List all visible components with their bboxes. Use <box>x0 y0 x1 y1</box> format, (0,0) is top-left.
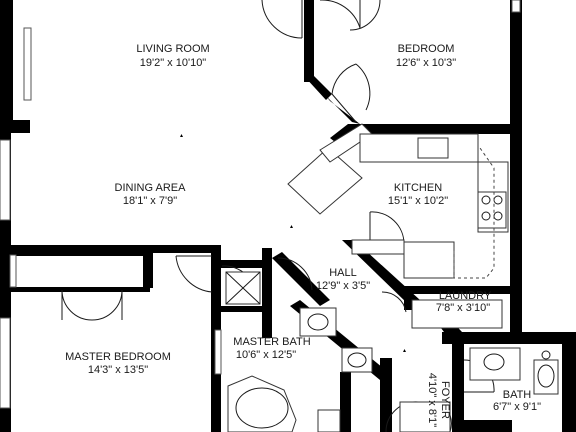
master-bedroom-name: MASTER BEDROOM <box>65 351 171 363</box>
hall-dims: 12'9" x 3'5" <box>316 280 370 292</box>
master-bath-name: MASTER BATH <box>233 336 310 348</box>
master-bedroom-dims: 14'3" x 13'5" <box>88 364 148 376</box>
bath-dims: 6'7" x 9'1" <box>493 401 541 413</box>
bedroom-dims: 12'6" x 10'3" <box>396 57 456 69</box>
bedroom-name: BEDROOM <box>398 43 455 55</box>
kitchen-dims: 15'1" x 10'2" <box>388 195 448 207</box>
svg-text:▴: ▴ <box>403 348 406 354</box>
laundry-dims: 7'8" x 3'10" <box>436 302 490 314</box>
room-labels: LIVING ROOM 19'2" x 10'10" BEDROOM 12'6"… <box>65 43 541 427</box>
foyer-dims: 4'10" x 8'1" <box>426 373 438 427</box>
laundry-name: LAUNDRY <box>439 290 492 302</box>
living-room-dims: 19'2" x 10'10" <box>140 57 207 69</box>
kitchen-name: KITCHEN <box>394 182 442 194</box>
master-bath-dims: 10'6" x 12'5" <box>236 349 296 361</box>
light-markers: ▴ ▴ ▴ ▴ <box>180 133 406 354</box>
hall-name: HALL <box>329 267 357 279</box>
bath-name: BATH <box>503 389 532 401</box>
dining-area-dims: 18'1" x 7'9" <box>123 195 177 207</box>
svg-text:▴: ▴ <box>290 224 293 230</box>
fixtures <box>225 123 559 432</box>
svg-text:▴: ▴ <box>180 133 183 139</box>
dining-area-name: DINING AREA <box>115 182 187 194</box>
living-room-name: LIVING ROOM <box>136 43 209 55</box>
foyer-name: FOYER <box>439 381 451 419</box>
svg-text:▴: ▴ <box>180 248 183 254</box>
